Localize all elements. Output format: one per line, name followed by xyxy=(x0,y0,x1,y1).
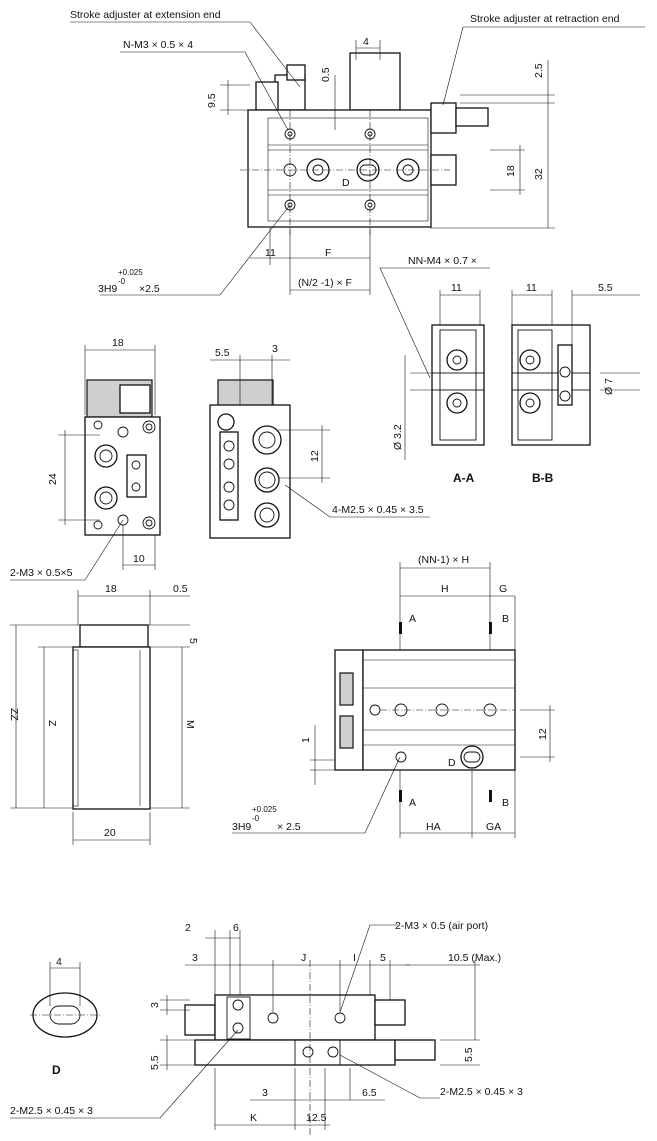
nn-m4-callout: NN-M4 × 0.7 × xyxy=(408,255,477,267)
dim-4-detail: 4 xyxy=(56,956,62,968)
dim-11-sect-a: 11 xyxy=(451,282,462,294)
hole-mid-depth: × 2.5 xyxy=(277,821,301,833)
dim-dia-3-2: Ø 3.2 xyxy=(392,424,404,450)
label-b-bottom: B xyxy=(502,797,509,809)
m3-side-callout: 2-M3 × 0.5×5 xyxy=(10,567,73,579)
tol-minus-top: -0 xyxy=(118,277,126,286)
dim-6-5: 6.5 xyxy=(362,1087,377,1099)
dim-1-front: 1 xyxy=(300,737,312,743)
dim-5-side: 5 xyxy=(187,638,199,644)
side-view: 18 0.5 5 ZZ Z M 20 xyxy=(8,583,199,845)
dim-k: K xyxy=(250,1112,257,1124)
tol-plus-mid: +0.025 xyxy=(252,805,277,814)
dim-2-bottom: 2 xyxy=(185,922,191,934)
extension-adjuster-callout: Stroke adjuster at extension end xyxy=(70,9,221,21)
section-a-a-label: A-A xyxy=(453,471,475,485)
bottom-view: 2 6 3 J I 5 10.5 (Max.) 2-M3 × 0.5 (air … xyxy=(10,920,523,1135)
dim-dia-7: Ø 7 xyxy=(603,378,615,395)
label-d-front: D xyxy=(448,757,456,769)
dim-18-end: 18 xyxy=(112,337,124,349)
dim-12-front: 12 xyxy=(537,728,549,740)
label-a-bottom: A xyxy=(409,797,416,809)
air-port-callout: 2-M3 × 0.5 (air port) xyxy=(395,920,488,932)
dim-3-vertical: 3 xyxy=(149,1002,161,1008)
dim-m: M xyxy=(184,720,196,729)
dim-10: 10 xyxy=(133,553,145,565)
dim-0-5-top: 0.5 xyxy=(320,67,332,82)
dim-11-sect-b: 11 xyxy=(526,282,537,294)
dim-zz: ZZ xyxy=(8,708,20,721)
detail-d-label: D xyxy=(52,1063,61,1077)
dim-12-end: 12 xyxy=(309,450,321,462)
section-b-b-label: B-B xyxy=(532,471,554,485)
dim-2-5: 2.5 xyxy=(533,63,545,78)
dim-5-5-bottom-right: 5.5 xyxy=(463,1047,475,1062)
sections: NN-M4 × 0.7 × 11 11 5.5 Ø 7 Ø 3.2 A-A B-… xyxy=(379,255,640,485)
detail-d: 4 D xyxy=(30,956,100,1077)
m25-bottom-right-callout: 2-M2.5 × 0.45 × 3 xyxy=(440,1086,523,1098)
dim-5-bottom: 5 xyxy=(380,952,386,964)
dim-0-5-side: 0.5 xyxy=(173,583,188,595)
dim-32: 32 xyxy=(533,168,545,180)
retraction-adjuster-callout: Stroke adjuster at retraction end xyxy=(470,13,620,25)
dim-f: F xyxy=(325,247,331,259)
dim-max: 10.5 (Max.) xyxy=(448,952,501,964)
dim-18-top: 18 xyxy=(505,165,517,177)
dim-g: G xyxy=(499,583,507,595)
dim-24: 24 xyxy=(47,473,59,485)
dim-18-side: 18 xyxy=(105,583,117,595)
dim-j: J xyxy=(301,952,306,964)
dim-i: I xyxy=(353,952,356,964)
dim-20: 20 xyxy=(104,827,116,839)
dim-z: Z xyxy=(46,720,58,727)
dim-3-bottom: 3 xyxy=(192,952,198,964)
label-d-top: D xyxy=(342,177,350,189)
tol-plus-top: +0.025 xyxy=(118,268,143,277)
m25-bottom-left-callout: 2-M2.5 × 0.45 × 3 xyxy=(10,1105,93,1117)
dim-5-5-end: 5.5 xyxy=(215,347,230,359)
dim-4-top: 4 xyxy=(363,36,369,48)
dim-5-5-sect: 5.5 xyxy=(598,282,613,294)
dim-5-5-bottom-left: 5.5 xyxy=(149,1055,161,1070)
label-a-top: A xyxy=(409,613,416,625)
dim-h: H xyxy=(441,583,449,595)
hole-mid-callout: 3H9 xyxy=(232,821,251,833)
dim-11-top: 11 xyxy=(265,247,276,259)
dim-ga: GA xyxy=(486,821,501,833)
hole-top-depth: ×2.5 xyxy=(139,283,160,295)
label-b-top: B xyxy=(502,613,509,625)
hole-top-callout: 3H9 xyxy=(98,283,117,295)
dim-6-bottom: 6 xyxy=(233,922,239,934)
top-view: Stroke adjuster at extension end Stroke … xyxy=(70,9,645,296)
tol-minus-mid: -0 xyxy=(252,814,260,823)
end-views: 18 24 10 2-M3 × 0.5×5 5.5 3 12 4-M2.5 × … xyxy=(10,337,430,581)
front-view: (NN-1) × H H G A B A B 12 1 D HA GA 3H9 … xyxy=(232,554,555,838)
dim-9-5: 9.5 xyxy=(206,93,218,108)
dim-3-end: 3 xyxy=(272,343,278,355)
dim-n2f: (N/2 -1) × F xyxy=(298,277,352,289)
dim-ha: HA xyxy=(426,821,441,833)
dim-nn-h: (NN-1) × H xyxy=(418,554,469,566)
m25-end-callout: 4-M2.5 × 0.45 × 3.5 xyxy=(332,504,424,516)
n-m3-callout: N-M3 × 0.5 × 4 xyxy=(123,39,193,51)
dim-3-lower: 3 xyxy=(262,1087,268,1099)
dim-12-5: 12.5 xyxy=(306,1112,327,1124)
